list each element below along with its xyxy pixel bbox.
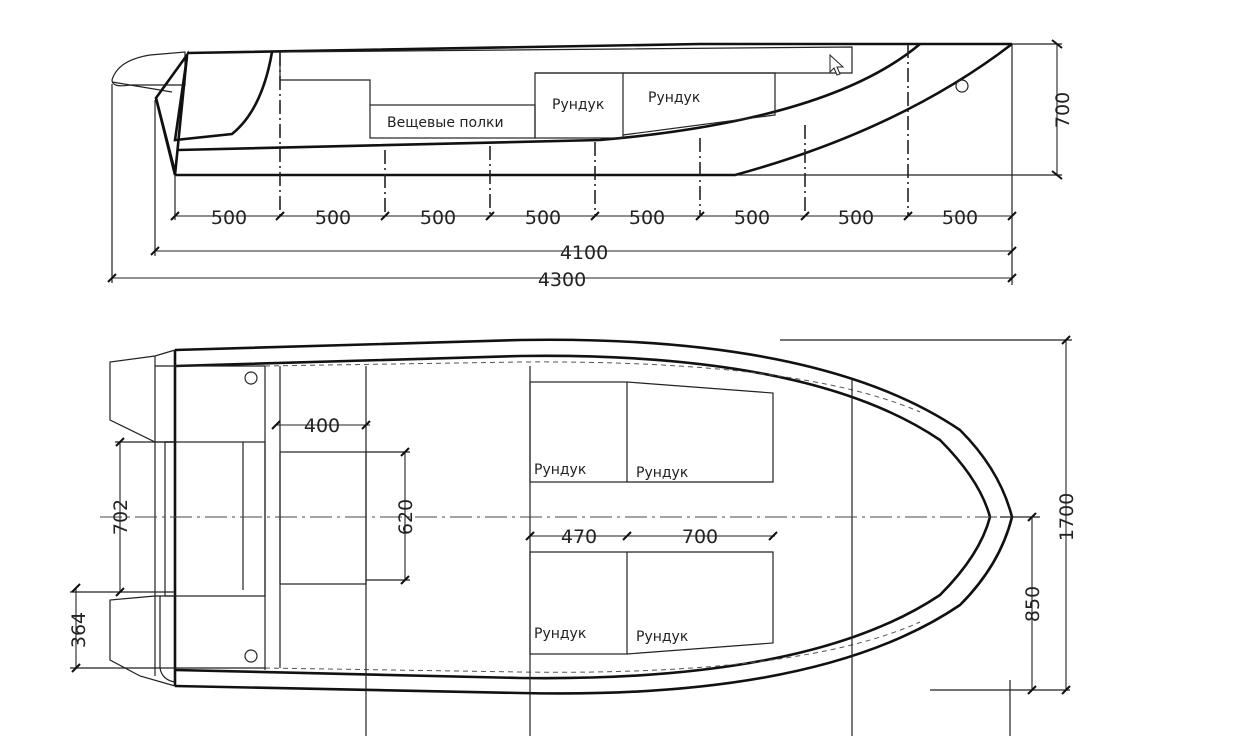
dim-400: 400	[304, 415, 340, 437]
motor-outline	[111, 51, 186, 87]
label-chest-plan-bl: Рундук	[534, 626, 586, 642]
label-chest-side-1: Рундук	[552, 97, 604, 113]
console	[173, 51, 274, 142]
dim-length-4300: 4300	[538, 269, 586, 291]
dim-702: 702	[110, 499, 132, 535]
drain-top	[244, 371, 258, 385]
dim-700: 700	[682, 526, 718, 548]
dim-470: 470	[561, 526, 597, 548]
station-dim-8: 500	[942, 207, 978, 229]
keel-line	[175, 42, 1013, 177]
station-dim-3: 500	[420, 207, 456, 229]
dim-364: 364	[68, 612, 90, 648]
dim-length-4100: 4100	[560, 242, 608, 264]
label-chest-plan-br: Рундук	[636, 629, 688, 645]
side-view: 700 500 500 500 500 500 500 500 500	[107, 39, 1074, 291]
dim-620: 620	[395, 499, 417, 535]
label-chest-side-2: Рундук	[648, 90, 700, 106]
station-dim-7: 500	[838, 207, 874, 229]
station-dim-1: 500	[211, 207, 247, 229]
station-dim-6: 500	[734, 207, 770, 229]
dim-850: 850	[1022, 586, 1044, 622]
mouse-pointer-icon	[829, 53, 845, 76]
plan-view: 400 620 702 364 470 700 85	[68, 335, 1078, 736]
station-dim-5: 500	[629, 207, 665, 229]
motor-box-bottom	[109, 595, 176, 687]
station-dimensions: 500 500 500 500 500 500 500 500	[170, 44, 1017, 285]
station-dim-4: 500	[525, 207, 561, 229]
dim-height-700: 700	[1052, 92, 1074, 128]
label-shelves: Вещевые полки	[387, 115, 504, 131]
station-dim-2: 500	[315, 207, 351, 229]
drain-bottom	[244, 649, 258, 663]
label-chest-plan-tr: Рундук	[636, 465, 688, 481]
dim-1700: 1700	[1056, 493, 1078, 541]
motor-box-top	[109, 349, 176, 443]
station-lines	[279, 44, 909, 215]
label-chest-plan-tl: Рундук	[534, 462, 586, 478]
